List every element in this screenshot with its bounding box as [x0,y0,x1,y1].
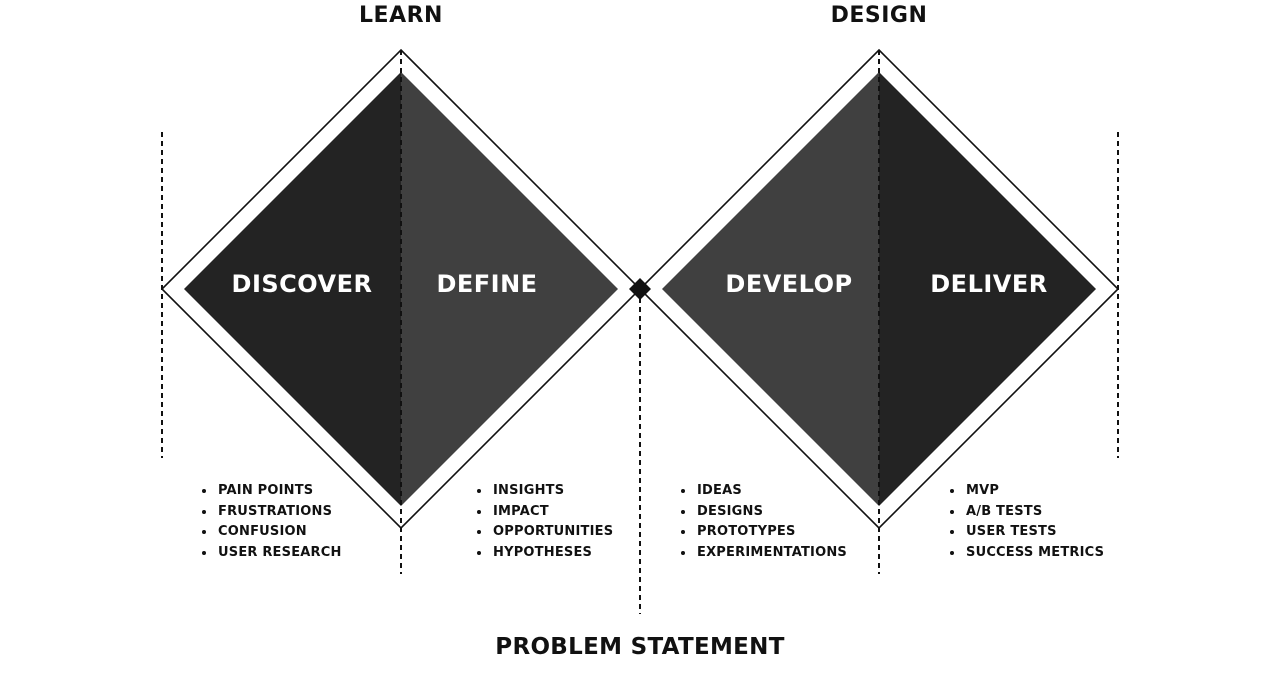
center-diamond-marker [629,278,651,300]
list-item: IMPACT [477,502,613,523]
list-item: HYPOTHESES [477,543,613,564]
list-item: INSIGHTS [477,481,613,502]
list-item: SUCCESS METRICS [950,543,1104,564]
list-item: PROTOTYPES [681,522,847,543]
problem-statement-title: PROBLEM STATEMENT [495,634,785,660]
list-item: DESIGNS [681,502,847,523]
discover-label: DISCOVER [231,270,373,298]
develop-fill [662,72,879,506]
learn-title: LEARN [359,3,443,28]
list-item: OPPORTUNITIES [477,522,613,543]
design-title: DESIGN [830,3,928,28]
define-list: INSIGHTS IMPACT OPPORTUNITIES HYPOTHESES [477,481,613,563]
discover-fill [184,72,401,506]
deliver-list: MVP A/B TESTS USER TESTS SUCCESS METRICS [950,481,1104,563]
list-item: FRUSTRATIONS [202,502,342,523]
deliver-label: DELIVER [930,270,1048,298]
define-fill [401,72,618,506]
discover-list: PAIN POINTS FRUSTRATIONS CONFUSION USER … [202,481,342,563]
list-item: EXPERIMENTATIONS [681,543,847,564]
list-item: MVP [950,481,1104,502]
develop-label: DEVELOP [725,270,853,298]
develop-list: IDEAS DESIGNS PROTOTYPES EXPERIMENTATION… [681,481,847,563]
list-item: A/B TESTS [950,502,1104,523]
define-label: DEFINE [436,270,538,298]
deliver-fill [879,72,1096,506]
list-item: CONFUSION [202,522,342,543]
list-item: IDEAS [681,481,847,502]
list-item: USER RESEARCH [202,543,342,564]
list-item: USER TESTS [950,522,1104,543]
list-item: PAIN POINTS [202,481,342,502]
